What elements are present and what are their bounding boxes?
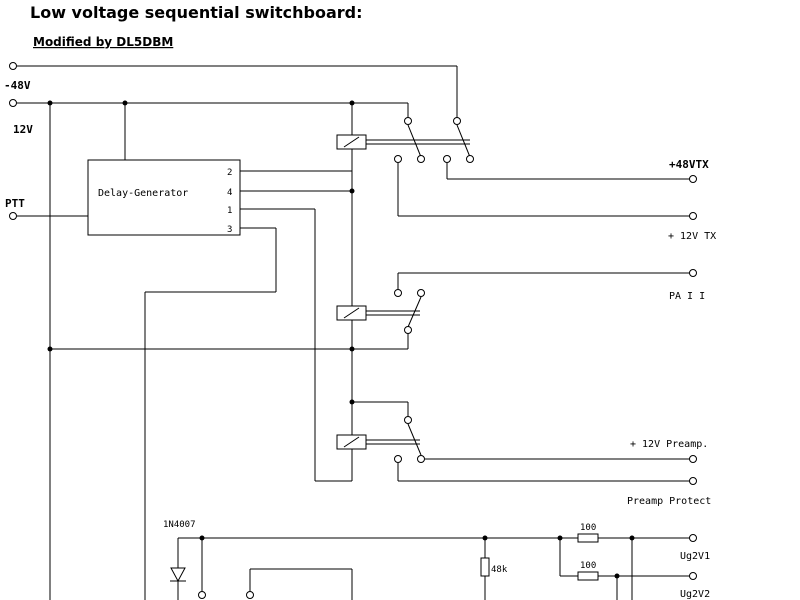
relay-2 (336, 305, 420, 321)
label-r2: 100 (580, 561, 596, 571)
label-ptt: PTT (5, 197, 25, 210)
pin-label: 1 (227, 206, 232, 216)
pin-label: 3 (227, 225, 232, 235)
contact-terminal (404, 117, 412, 125)
page-subtitle: Modified by DL5DBM (33, 35, 173, 49)
contact-terminal (453, 117, 461, 125)
label-pa: PA I I (669, 291, 705, 302)
wire-pin3 (144, 227, 277, 600)
contact-terminal (394, 289, 402, 297)
wire-12v-bus (17, 102, 409, 600)
contact-terminal (443, 155, 451, 163)
terminal-12vtx[interactable] (689, 212, 697, 220)
pin-label: 4 (227, 188, 232, 198)
relay-1 (336, 134, 470, 150)
junction-dot (349, 346, 355, 352)
relay-2-contacts (397, 272, 690, 349)
relay-3 (336, 434, 420, 450)
delay-generator-block (87, 159, 241, 236)
junction-dot (47, 100, 53, 106)
delay-generator-label: Delay-Generator (98, 188, 188, 199)
junction-dot (629, 535, 635, 541)
contact-terminal (404, 416, 412, 424)
resistor-100-2 (577, 571, 599, 581)
contact-terminal (417, 289, 425, 297)
label-diode: 1N4007 (163, 520, 196, 530)
terminal-lower (198, 591, 206, 599)
contact-terminal (417, 455, 425, 463)
junction-dot (614, 573, 620, 579)
label-48vtx: +48VTX (669, 158, 709, 171)
terminal-48vtx[interactable] (689, 175, 697, 183)
terminal-lower (246, 591, 254, 599)
terminal-neg48v[interactable] (9, 62, 17, 70)
junction-dot (349, 100, 355, 106)
contact-terminal (404, 326, 412, 334)
contact-terminal (417, 155, 425, 163)
junction-dot (482, 535, 488, 541)
terminal-preamp-protect[interactable] (689, 477, 697, 485)
junction-dot (47, 346, 53, 352)
contact-terminal (394, 455, 402, 463)
page-title: Low voltage sequential switchboard: (30, 3, 363, 22)
terminal-ptt[interactable] (9, 212, 17, 220)
terminal-pa[interactable] (689, 269, 697, 277)
contact-terminal (394, 155, 402, 163)
label-r3: 48k (491, 565, 508, 575)
terminal-ug2v2[interactable] (689, 572, 697, 580)
label-ug2v1: Ug2V1 (680, 551, 710, 562)
junction-dot (122, 100, 128, 106)
label-neg48v: -48V (4, 79, 31, 92)
terminal-12v[interactable] (9, 99, 17, 107)
resistor-100-1 (577, 533, 599, 543)
diode-1n4007 (170, 567, 186, 583)
wire-neg48v (17, 65, 458, 121)
terminal-12v-preamp[interactable] (689, 455, 697, 463)
contact-terminal (466, 155, 474, 163)
relay-1-contacts (397, 124, 690, 217)
junction-dot (349, 188, 355, 194)
junction-dot (199, 535, 205, 541)
relay-3-contacts (397, 423, 690, 482)
label-12v-preamp: + 12V Preamp. (630, 439, 708, 450)
terminal-ug2v1[interactable] (689, 534, 697, 542)
wire-pin1 (240, 208, 353, 482)
label-preamp-protect: Preamp Protect (627, 496, 711, 507)
label-12v: 12V (13, 123, 33, 136)
label-12vtx: + 12V TX (668, 231, 716, 242)
wire-lower-bus (177, 537, 690, 600)
pin-label: 2 (227, 168, 232, 178)
resistor-48k (480, 557, 490, 577)
wire-pin2 (240, 149, 353, 172)
label-ug2v2: Ug2V2 (680, 589, 710, 600)
label-r1: 100 (580, 523, 596, 533)
